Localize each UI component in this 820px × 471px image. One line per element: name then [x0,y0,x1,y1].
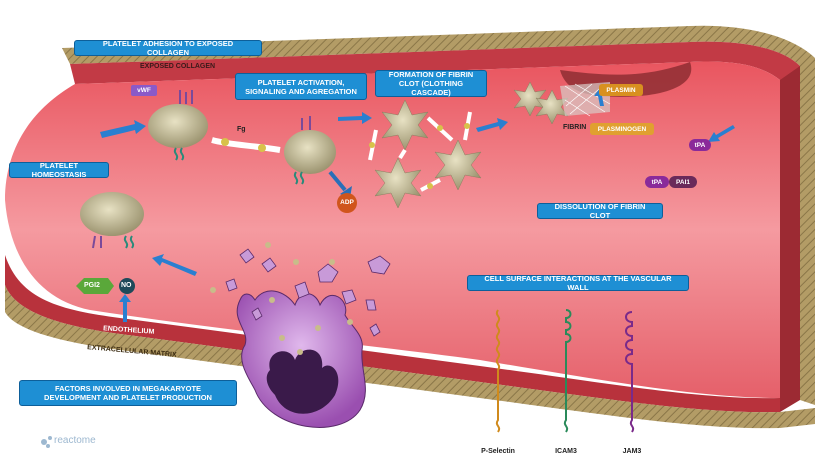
icam3-label: ICAM3 [555,448,577,455]
no-molecule [119,278,135,294]
platelet-adhering [148,104,208,148]
tpa-tag-2: tPA [645,176,669,188]
jam3-molecule [625,311,635,433]
vessel-lumen [5,61,780,399]
plasminogen-tag: PLASMINOGEN [590,123,654,135]
adp-molecule [337,193,357,213]
box-dissolution[interactable]: DISSOLUTION OF FIBRIN CLOT [537,202,663,220]
matrix-band-bottom [5,285,815,429]
icam3-molecule [563,309,572,433]
reactome-logo-icon [41,436,52,448]
fibrin-label: FIBRIN [563,124,587,131]
box-fibrin-clot[interactable]: FORMATION OF FIBRIN CLOT (CLOTHING CASCA… [375,70,487,97]
process-arrows [100,88,735,322]
reactome-logo-text: reactome [54,435,96,446]
no-label: NO [121,282,132,289]
vwf-tag: vWF [131,85,157,96]
tpa-tag-1: tPA [689,139,711,151]
box-cell-surface[interactable]: CELL SURFACE INTERACTIONS AT THE VASCULA… [467,274,689,292]
pai1-tag: PAI1 [669,176,697,188]
exposed-collagen-label: EXPOSED COLLAGEN [140,63,216,70]
box-megakaryote[interactable]: FACTORS INVOLVED IN MEGAKARYOTE DEVELOPM… [19,380,237,406]
box-adhesion[interactable]: PLATELET ADHESION TO EXPOSED COLLAGEN [74,39,262,57]
jam3-label: JAM3 [622,448,642,455]
platelet-resting [80,192,144,236]
pgi2-shape [76,278,114,294]
pgi2-label: PGI2 [84,282,100,289]
adp-label: ADP [340,199,354,206]
platelet-activated [284,130,336,174]
endothelium-layer [5,255,780,413]
plasmin-tag: PLASMIN [599,84,643,96]
megakaryocyte-nucleus [266,349,339,414]
p-selectin-molecule [495,309,501,433]
box-activation[interactable]: PLATELET ACTIVATION, SIGNALING AND AGREG… [235,73,367,100]
p-selectin-label: P-Selectin [481,448,515,455]
fg-label: Fg [237,126,246,133]
box-homeostasis[interactable]: PLATELET HOMEOSTASIS [9,161,109,179]
